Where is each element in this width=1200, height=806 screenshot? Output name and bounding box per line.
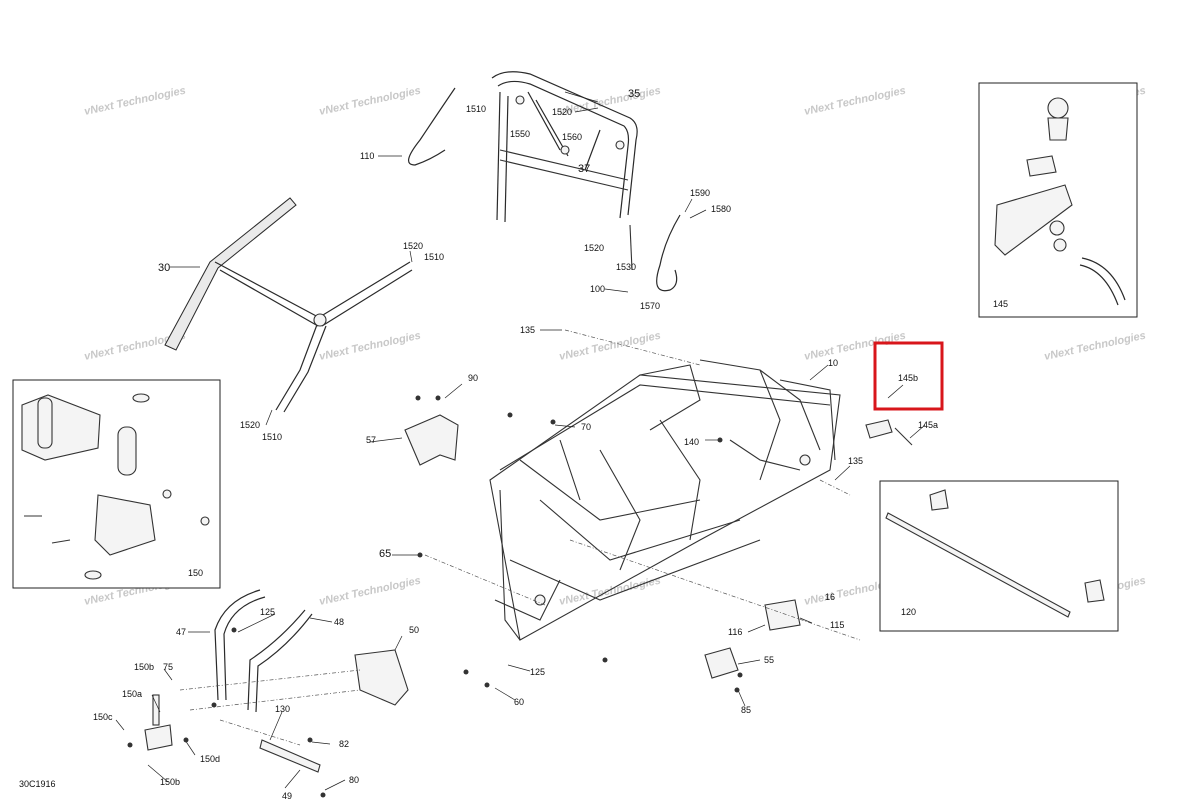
bumper-47[interactable] <box>214 589 261 701</box>
pin-145a[interactable] <box>894 427 913 446</box>
callout-1570: 1570 <box>640 301 660 311</box>
plate-150[interactable] <box>94 494 156 556</box>
bumper-48[interactable] <box>255 613 313 713</box>
callout-140: 140 <box>684 437 699 447</box>
callout-80: 80 <box>349 775 359 785</box>
callout-100: 100 <box>590 284 605 294</box>
mount-55[interactable] <box>704 647 739 679</box>
callout-65: 65 <box>379 548 391 560</box>
callout-1510: 1510 <box>466 104 486 114</box>
watermark: vNext Technologies <box>318 330 422 363</box>
watermark: vNext Technologies <box>558 330 662 363</box>
cable-110[interactable] <box>408 87 456 166</box>
callout-82: 82 <box>339 739 349 749</box>
callout-125: 125 <box>260 607 275 617</box>
receiver-145[interactable] <box>994 184 1073 256</box>
inset-120: 120 <box>879 480 1119 632</box>
callout-115: 115 <box>830 620 844 630</box>
callout-125: 125 <box>530 667 545 677</box>
mount-150[interactable] <box>144 724 173 751</box>
watermark: vNext Technologies <box>1043 330 1147 363</box>
callout-10: 10 <box>828 358 838 368</box>
highlight-box <box>873 341 944 411</box>
callout-150: 150 <box>188 568 203 578</box>
callout-30: 30 <box>158 262 170 274</box>
leader-lines <box>115 91 926 791</box>
callout-37: 37 <box>578 163 590 175</box>
rail-120[interactable] <box>885 512 1071 618</box>
callout-1530: 1530 <box>616 262 636 272</box>
callout-35: 35 <box>628 88 640 100</box>
callout-57: 57 <box>366 435 376 445</box>
bracket-57[interactable] <box>404 414 459 466</box>
callout-110: 110 <box>360 151 374 161</box>
inset-145: 145 <box>978 82 1138 318</box>
callout-1510: 1510 <box>424 252 444 262</box>
callout-85: 85 <box>741 705 751 715</box>
callout-55: 55 <box>764 655 774 665</box>
drawing-code: 30C1916 <box>19 779 56 789</box>
inset-150: 150 <box>12 379 221 589</box>
callout-1520: 1520 <box>240 420 260 430</box>
callout-70: 70 <box>581 422 591 432</box>
callout-48: 48 <box>334 617 344 627</box>
front-rops-assembly[interactable] <box>164 197 413 413</box>
callout-1510: 1510 <box>262 432 282 442</box>
callout-60: 60 <box>514 697 524 707</box>
main-frame[interactable] <box>489 359 841 641</box>
callout-1560: 1560 <box>562 132 582 142</box>
callouts: 35 37 1510 1520 1550 1560 110 1590 1580 … <box>93 88 938 801</box>
callout-75: 75 <box>163 662 173 672</box>
watermark: vNext Technologies <box>558 575 662 608</box>
callout-116: 116 <box>728 627 742 637</box>
callout-1520: 1520 <box>584 243 604 253</box>
skid-plate-50[interactable] <box>354 649 409 706</box>
callout-135: 135 <box>520 325 535 335</box>
watermark: vNext Technologies <box>558 85 662 118</box>
callout-1520: 1520 <box>403 241 423 251</box>
bracket-1530[interactable] <box>629 224 633 271</box>
callout-150c: 150c <box>93 712 113 722</box>
callout-50: 50 <box>409 625 419 635</box>
rear-rops-assembly[interactable] <box>491 71 638 223</box>
callout-150b: 150b <box>160 777 180 787</box>
sleeve[interactable] <box>117 426 137 476</box>
watermark: vNext Technologies <box>803 330 907 363</box>
hitch-145b[interactable] <box>865 419 893 439</box>
callout-145: 145 <box>993 299 1008 309</box>
watermark: vNext Technologies <box>318 85 422 118</box>
mount-115[interactable] <box>764 599 801 631</box>
watermark: vNext Technologies <box>803 85 907 118</box>
callout-150b: 150b <box>134 662 154 672</box>
callout-130: 130 <box>275 704 290 714</box>
callout-47: 47 <box>176 627 186 637</box>
callout-150d: 150d <box>200 754 220 764</box>
callout-1520: 1520 <box>552 107 572 117</box>
hardware <box>127 395 743 798</box>
callout-1580: 1580 <box>711 204 731 214</box>
plate-49[interactable] <box>259 739 321 773</box>
bumper-47[interactable] <box>223 596 266 701</box>
callout-150a: 150a <box>122 689 142 699</box>
callout-49: 49 <box>282 791 292 801</box>
watermark: vNext Technologies <box>318 575 422 608</box>
callout-1590: 1590 <box>690 188 710 198</box>
bumper-48[interactable] <box>247 609 306 711</box>
callout-90: 90 <box>468 373 478 383</box>
callout-16: 16 <box>825 592 835 602</box>
hitch-ball[interactable] <box>1047 97 1069 119</box>
callout-145b: 145b <box>898 373 918 383</box>
callout-1550: 1550 <box>510 129 530 139</box>
callout-135: 135 <box>848 456 863 466</box>
watermark: vNext Technologies <box>83 85 187 118</box>
cable-100[interactable] <box>656 214 681 292</box>
callout-145a: 145a <box>918 420 938 430</box>
callout-120: 120 <box>901 607 916 617</box>
